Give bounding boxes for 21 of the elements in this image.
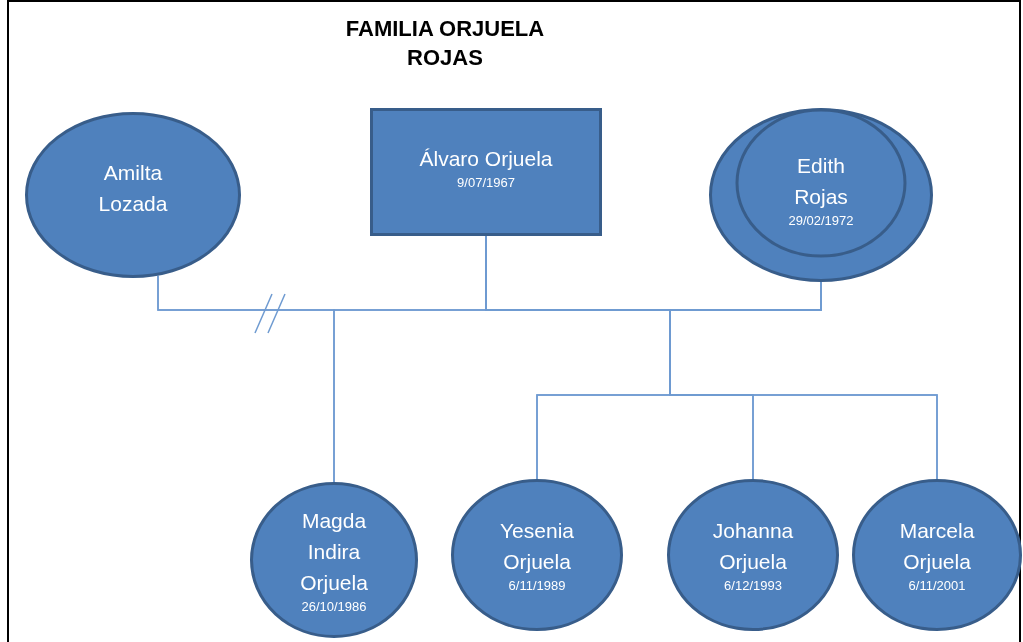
female-circle: [250, 482, 418, 638]
person-name: Edith Rojas: [793, 153, 849, 210]
person-name: Yesenia Orjuela: [499, 518, 575, 575]
person-name: Magda Indira Orjuela: [299, 507, 369, 596]
person-name: Johanna Orjuela: [711, 518, 795, 575]
person-name: Marcela Orjuela: [898, 518, 976, 575]
birth-date: 6/11/2001: [908, 577, 966, 595]
female-circle: [451, 479, 623, 631]
title: FAMILIA ORJUELA ROJAS: [344, 15, 546, 72]
person-name: Álvaro Orjuela: [419, 145, 553, 172]
female-circle: [667, 479, 839, 631]
birth-date: 9/07/1967: [457, 173, 515, 192]
index-person-circle: [709, 108, 933, 282]
person-name: Amilta Lozada: [97, 160, 169, 217]
birth-date: 6/11/1989: [508, 577, 566, 595]
birth-date: 6/12/1993: [724, 577, 782, 595]
female-circle: [852, 479, 1022, 631]
male-square: [370, 108, 602, 236]
birth-date: 26/10/1986: [301, 597, 367, 616]
female-circle: [25, 112, 241, 278]
birth-date: 29/02/1972: [788, 212, 854, 230]
